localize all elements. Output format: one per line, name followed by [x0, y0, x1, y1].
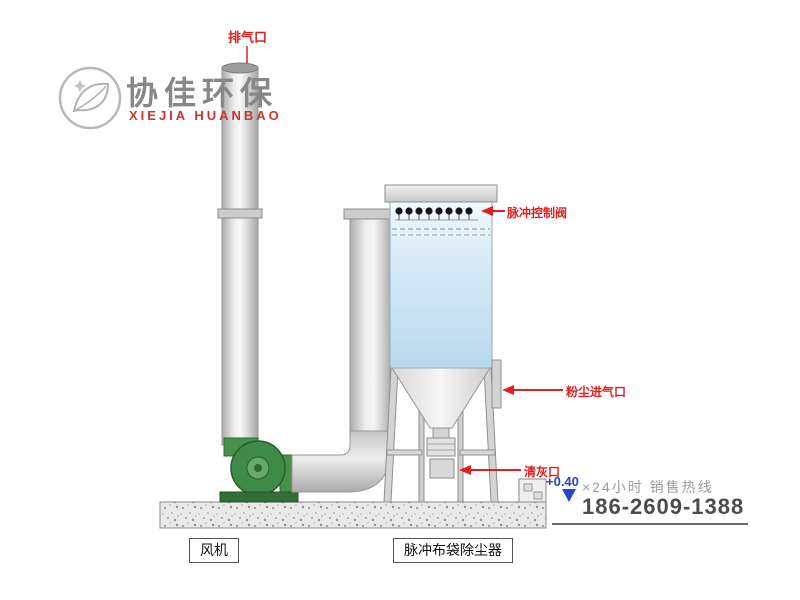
ash-port-arrow — [459, 465, 521, 475]
leaf-logo-icon — [58, 66, 122, 130]
ash-bin — [429, 458, 455, 479]
dust-inlet-label: 粉尘进气口 — [566, 385, 627, 399]
hotline-underline — [552, 523, 748, 525]
fan-blower — [219, 437, 299, 503]
exhaust-stack — [217, 62, 263, 446]
dust-inlet-flange — [491, 359, 502, 409]
foundation-slab — [159, 478, 547, 529]
collector-caption: 脉冲布袋除尘器 — [393, 538, 513, 563]
pulse-control-valve-label: 脉冲控制阀 — [507, 206, 568, 220]
collector-body — [389, 201, 493, 369]
annotation-arrows — [246, 46, 563, 475]
elevation-triangle — [562, 489, 576, 502]
hopper — [391, 367, 491, 429]
exhaust-port-label: 排气口 — [228, 30, 268, 45]
connecting-duct — [291, 208, 397, 493]
hotline-phone-number: 186-2609-1388 — [582, 494, 745, 519]
logo-company-name: 协佳环保 — [126, 75, 279, 111]
rotary-valve — [426, 437, 456, 457]
ash-cleaning-port-label: 清灰口 — [524, 465, 561, 479]
pulse-valve-arrow — [481, 206, 505, 216]
pulse-valves — [395, 207, 478, 221]
hotline-caption: ×24小时 销售热线 — [582, 479, 714, 495]
logo-company-name-pinyin: XIEJIA HUANBAO — [129, 108, 282, 123]
fan-caption: 风机 — [189, 538, 239, 563]
baghouse-collector — [383, 184, 502, 503]
elevation-value: +0.40 — [546, 474, 579, 489]
clean-air-header — [384, 184, 498, 203]
dust-inlet-arrow — [502, 385, 563, 395]
